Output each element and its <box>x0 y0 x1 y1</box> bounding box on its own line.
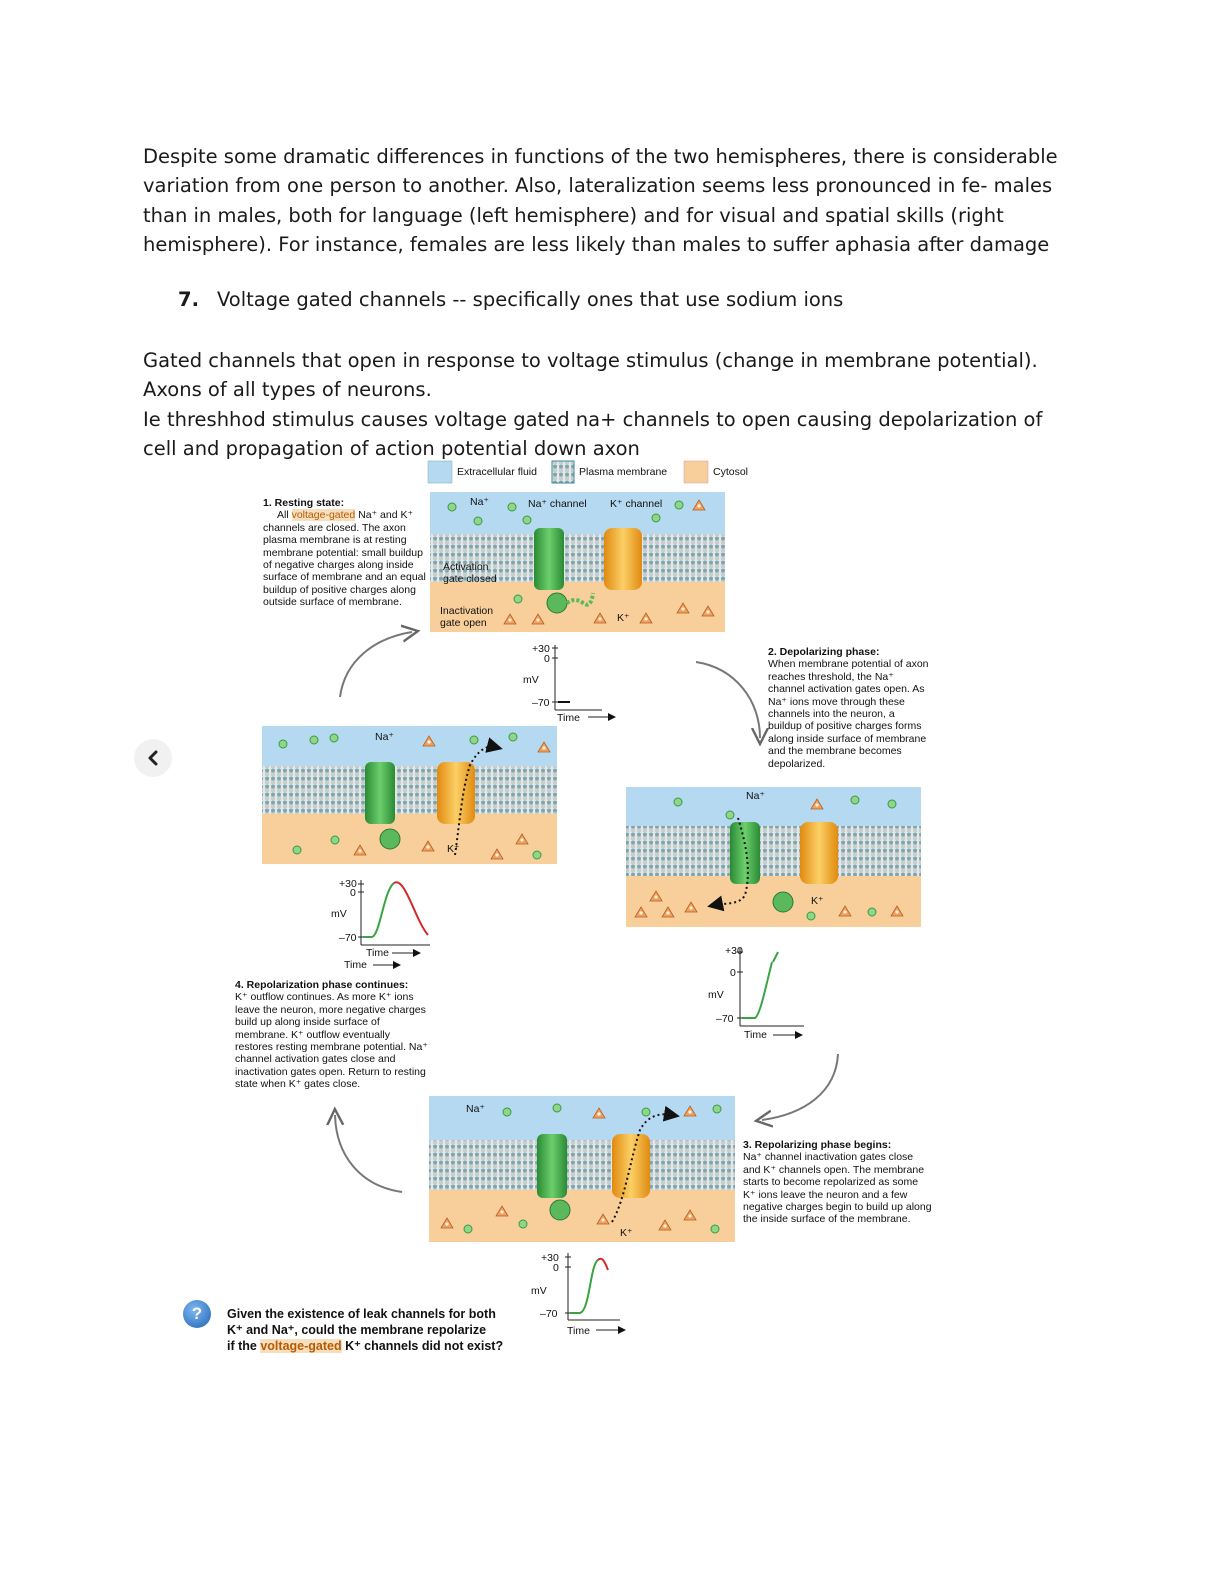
graph-repolarizing-begins <box>565 1253 622 1330</box>
graph2-mv: mV <box>708 989 724 1001</box>
na-ion-label-4: Na⁺ <box>375 731 394 743</box>
question-line-3: if the voltage-gated K⁺ channels did not… <box>227 1339 503 1355</box>
graph3-minus70: –70 <box>540 1308 558 1320</box>
step1-pre: All <box>277 509 292 521</box>
question-text: Given the existence of leak channels for… <box>227 1307 503 1354</box>
graph1-time: Time <box>557 712 580 724</box>
graph4-zero: 0 <box>350 887 356 899</box>
inactivation-gate-label: Inactivation gate open <box>440 605 502 630</box>
na-channel-label: Na⁺ channel <box>528 498 587 510</box>
na-ion-label-2: Na⁺ <box>746 790 765 802</box>
legend-membrane-label: Plasma membrane <box>579 466 667 478</box>
chevron-left-icon <box>145 749 161 767</box>
panel-repolarization-continues <box>262 726 557 864</box>
question-line-3-highlight: voltage-gated <box>260 1339 341 1353</box>
step3-title: 3. Repolarizing phase begins: <box>743 1139 891 1151</box>
question-icon: ? <box>183 1300 211 1328</box>
k-ion-label-3: K⁺ <box>620 1227 633 1239</box>
graph3-time: Time <box>567 1325 590 1337</box>
graph3-zero: 0 <box>553 1262 559 1274</box>
graph4-minus70: –70 <box>339 932 357 944</box>
graph-resting <box>552 645 612 717</box>
na-ion-label-3: Na⁺ <box>466 1103 485 1115</box>
graph2-time: Time <box>744 1029 767 1041</box>
legend-cytosol-label: Cytosol <box>713 466 748 478</box>
legend-membrane-swatch <box>552 461 574 483</box>
graph4-time: Time <box>366 947 389 959</box>
previous-page-button[interactable] <box>134 739 172 777</box>
step4-title: 4. Repolarization phase continues: <box>235 979 408 991</box>
step3-body: Na⁺ channel inactivation gates close and… <box>743 1151 932 1225</box>
step2-text: 2. Depolarizing phase: When membrane pot… <box>768 646 930 770</box>
k-channel-label: K⁺ channel <box>610 498 662 510</box>
step3-text: 3. Repolarizing phase begins: Na⁺ channe… <box>743 1139 933 1226</box>
k-channel <box>604 528 642 590</box>
k-ion-label-4: K⁺ <box>447 843 460 855</box>
graph2-minus70: –70 <box>716 1013 734 1025</box>
graph4-mv: mV <box>331 908 347 920</box>
question-line-3-pre: if the <box>227 1339 260 1353</box>
step1-title: 1. Resting state: <box>263 497 344 509</box>
k-ion-label: K⁺ <box>617 612 630 624</box>
na-ion-label: Na⁺ <box>470 496 489 508</box>
k-ion-label-2: K⁺ <box>811 895 824 907</box>
step4-body: K⁺ outflow continues. As more K⁺ ions le… <box>235 991 428 1090</box>
graph-depolarizing <box>737 948 804 1035</box>
step1-text: 1. Resting state: All voltage-gated Na⁺ … <box>263 497 433 609</box>
na-channel <box>534 528 564 590</box>
graph4-time-extra: Time <box>344 959 367 971</box>
panel-depolarizing <box>626 787 921 927</box>
graph2-plus30: +30 <box>725 945 743 957</box>
graph2-zero: 0 <box>730 967 736 979</box>
step2-title: 2. Depolarizing phase: <box>768 646 879 658</box>
step4-text: 4. Repolarization phase continues: K⁺ ou… <box>235 979 430 1091</box>
step2-body: When membrane potential of axon reaches … <box>768 658 929 769</box>
graph1-zero: 0 <box>544 653 550 665</box>
legend-extracellular-label: Extracellular fluid <box>457 466 537 478</box>
legend-cytosol-swatch <box>684 461 708 483</box>
arrow-4-to-1 <box>340 632 412 697</box>
panel-repolarizing-begins <box>429 1096 735 1242</box>
graph1-mv: mV <box>523 674 539 686</box>
step1-highlight: voltage-gated <box>292 509 356 521</box>
step1-body: Na⁺ and K⁺ channels are closed. The axon… <box>263 509 426 608</box>
legend-extracellular-swatch <box>428 461 452 483</box>
question-line-3-post: K⁺ channels did not exist? <box>342 1339 503 1353</box>
arrow-2-to-3 <box>762 1054 838 1120</box>
question-line-1: Given the existence of leak channels for… <box>227 1307 503 1323</box>
activation-gate-label: Activation gate closed <box>443 561 505 586</box>
graph1-minus70: –70 <box>532 697 550 709</box>
arrow-3-to-4 <box>335 1115 402 1192</box>
arrow-1-to-2 <box>696 662 760 738</box>
inactivation-gate <box>547 593 567 613</box>
graph3-mv: mV <box>531 1285 547 1297</box>
question-line-2: K⁺ and Na⁺, could the membrane repolariz… <box>227 1323 503 1339</box>
